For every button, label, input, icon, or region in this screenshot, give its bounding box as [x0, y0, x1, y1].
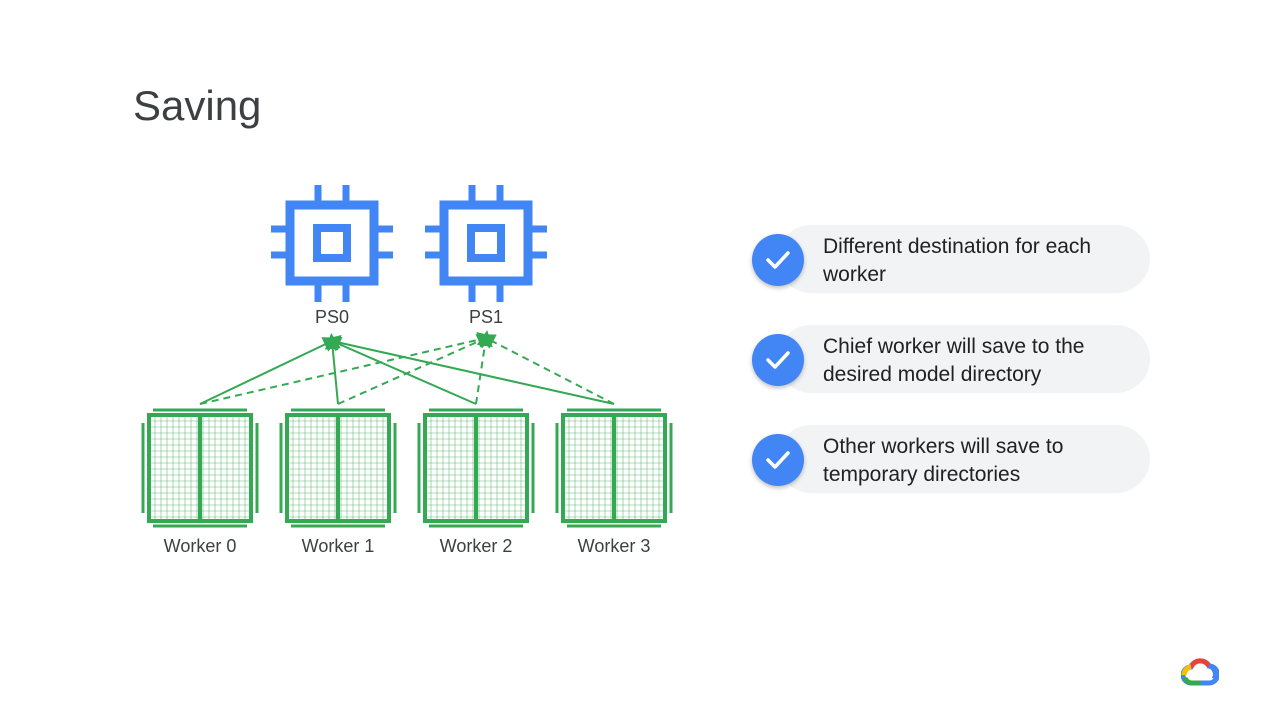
gpu-grid-icon [141, 408, 259, 528]
diagram-canvas [141, 185, 673, 528]
architecture-diagram: PS0 PS1 Worker 0 Worker 1 Worker 2 Worke… [0, 0, 760, 600]
dashed-connection-line [199, 332, 494, 405]
bullet-text: Different destination for each worker [823, 235, 1092, 286]
solid-connection-line [324, 334, 615, 405]
check-icon [752, 434, 804, 486]
bullet-text: Chief worker will save to the desired mo… [823, 335, 1085, 386]
bullet-text: Other workers will save to temporary dir… [823, 435, 1064, 486]
gpu-grid-icon [417, 408, 535, 528]
dashed-connection-line [475, 330, 493, 405]
check-icon [752, 334, 804, 386]
check-icon [752, 234, 804, 286]
bullet-pill [777, 325, 1150, 393]
cpu-chip-icon [425, 185, 547, 302]
gpu-grid-icon [555, 408, 673, 528]
dashed-connection-line [337, 333, 494, 405]
bullet-pill [777, 225, 1150, 293]
bullet-pill [777, 425, 1150, 493]
worker-3-label: Worker 3 [577, 536, 651, 556]
cpu-chip-icon [271, 185, 393, 302]
worker-2-label: Worker 2 [439, 536, 513, 556]
gpu-grid-icon [279, 408, 397, 528]
bullet-list: Different destination for each worker Ch… [752, 225, 1150, 525]
page-title: Saving [133, 82, 262, 129]
solid-connection-line [324, 336, 477, 405]
bullet-item-2: Chief worker will save to the desired mo… [752, 325, 1150, 395]
worker-1-label: Worker 1 [301, 536, 375, 556]
bullet-item-1: Different destination for each worker [752, 225, 1150, 295]
worker-0-label: Worker 0 [163, 536, 237, 556]
google-cloud-logo [1180, 655, 1220, 692]
dashed-connection-line [478, 334, 615, 405]
ps1-label: PS1 [468, 307, 504, 327]
bullet-item-3: Other workers will save to temporary dir… [752, 425, 1150, 495]
ps0-label: PS0 [314, 307, 350, 327]
solid-connection-line [199, 337, 340, 405]
